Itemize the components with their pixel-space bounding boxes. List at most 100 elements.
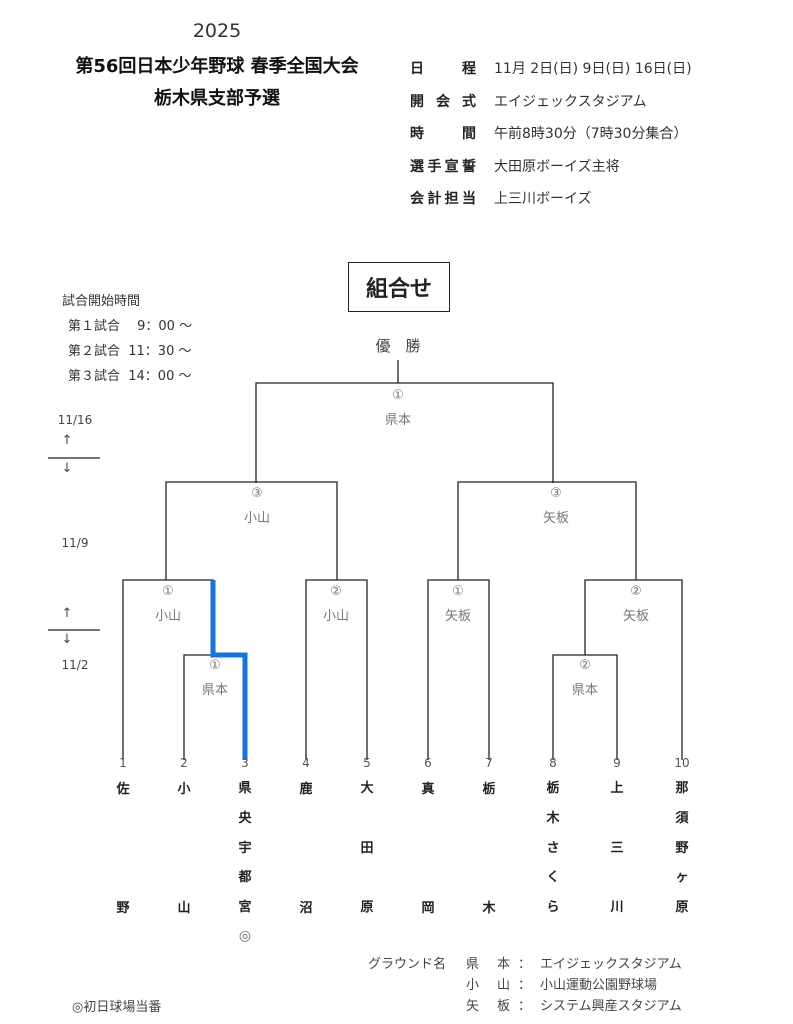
team-name: 真岡 — [421, 781, 435, 916]
team-name: 栃木さくら — [546, 781, 560, 916]
game-ground: 県本 — [201, 683, 229, 698]
info-row-schedule: 日 程 11月 2日(日) 9日(日) 16日(日) — [410, 52, 692, 85]
semi-left-bracket — [165, 481, 338, 580]
ground-row: 小 山 ： 小山運動公園野球場 — [368, 975, 682, 996]
info-value: 大田原ボーイズ主将 — [494, 158, 620, 175]
colon: ： — [518, 999, 532, 1014]
game-ground: 県本 — [571, 683, 599, 698]
ground-abbr: 板 — [496, 999, 510, 1014]
team-number: 6 — [424, 756, 432, 770]
info-row-opening: 開会式 エイジェックスタジアム — [410, 85, 692, 118]
game-3: ② 小山 — [323, 579, 349, 629]
game-number: ① — [392, 388, 404, 403]
up-arrow-icon: ↑ — [61, 606, 73, 621]
info-key: 日 程 — [410, 61, 476, 78]
team-name: 小山 — [177, 781, 191, 916]
home-team-mark: ◎ — [238, 928, 252, 944]
info-value: 11月 2日(日) 9日(日) 16日(日) — [494, 61, 692, 78]
ground-abbr: 県 — [466, 957, 480, 972]
game-final: ① 県本 — [385, 383, 411, 433]
game-number: ① — [452, 584, 464, 599]
info-key: 会計担当 — [410, 191, 476, 208]
info-key: 選手宣誓 — [410, 158, 476, 175]
colon: ： — [518, 978, 532, 993]
game-ground: 小山 — [243, 511, 271, 526]
game-number: ① — [162, 584, 174, 599]
champion-label: 優 勝 — [375, 337, 421, 355]
bracket-title: 組合せ — [348, 262, 450, 312]
team-number: 3 — [241, 756, 249, 770]
ground-name: 小山運動公園野球場 — [540, 978, 658, 993]
team-number: 5 — [363, 756, 371, 770]
down-arrow-icon: ↓ — [61, 461, 73, 476]
game-number: ③ — [550, 486, 562, 501]
final-bracket — [255, 382, 554, 483]
ground-abbr: 小 — [466, 978, 480, 993]
game-2: ① 県本 — [202, 653, 228, 703]
ground-heading: グラウンド名 — [368, 957, 447, 972]
game-5: ② 県本 — [572, 653, 598, 703]
start-time-2: 第２試合 11：30 ～ — [68, 344, 192, 359]
game-6: ② 矢板 — [623, 579, 649, 629]
ground-legend: グラウンド名県本：エイジェックスタジアム 小山：小山運動公園野球場 矢板：システ… — [368, 954, 682, 1017]
date-final: 11/16 — [57, 413, 93, 427]
start-times: 試合開始時間 第１試合 9：00 ～ 第２試合 11：30 ～ 第３試合 14：… — [62, 289, 192, 389]
team-name: 県央宇都宮 — [238, 781, 252, 916]
ground-row: グラウンド名県本：エイジェックスタジアム — [368, 954, 682, 975]
info-value: 上三川ボーイズ — [494, 191, 592, 208]
footnote: ◎初日球場当番 — [72, 1000, 162, 1015]
down-arrow-icon: ↓ — [61, 632, 73, 647]
team-name: 鹿沼 — [299, 781, 313, 916]
start-time-3: 第３試合 14：00 ～ — [68, 369, 192, 384]
game-ground: 小山 — [154, 609, 182, 624]
game6-bracket — [584, 579, 683, 760]
ground-row: 矢 板 ： システム興産スタジアム — [368, 996, 682, 1017]
game-number: ② — [630, 584, 642, 599]
team-number: 2 — [180, 756, 188, 770]
game3-bracket — [305, 579, 368, 760]
game4-bracket — [427, 579, 490, 760]
game-semi-right: ③ 矢板 — [543, 481, 569, 531]
tournament-title: 第56回日本少年野球 春季全国大会 — [75, 56, 359, 77]
start-times-heading: 試合開始時間 — [62, 294, 141, 309]
game-ground: 県本 — [384, 413, 412, 428]
colon: ： — [518, 957, 532, 972]
game-ground: 小山 — [322, 609, 350, 624]
game-ground: 矢板 — [542, 511, 570, 526]
team-name: 上三川 — [610, 781, 624, 916]
ground-name: システム興産スタジアム — [540, 999, 682, 1014]
team-number: 10 — [674, 756, 690, 770]
game-number: ② — [330, 584, 342, 599]
team-number: 4 — [302, 756, 310, 770]
team-name: 大田原 — [360, 781, 374, 916]
team-number: 1 — [119, 756, 127, 770]
game-number: ③ — [251, 486, 263, 501]
date-semi: 11/9 — [61, 536, 89, 550]
team-number: 7 — [485, 756, 493, 770]
game-ground: 矢板 — [622, 609, 650, 624]
semi-right-bracket — [457, 481, 637, 580]
team-number: 9 — [613, 756, 621, 770]
ground-abbr: 山 — [496, 978, 510, 993]
game-semi-left: ③ 小山 — [244, 481, 270, 531]
ground-abbr: 矢 — [466, 999, 480, 1014]
info-key: 開会式 — [410, 93, 476, 110]
tournament-subtitle: 栃木県支部予選 — [154, 88, 280, 109]
ground-name: エイジェックスタジアム — [540, 957, 682, 972]
info-key: 時 間 — [410, 126, 476, 143]
up-arrow-icon: ↑ — [61, 433, 73, 448]
info-row-time: 時 間 午前8時30分（7時30分集合） — [410, 117, 692, 150]
advance-highlight — [210, 580, 248, 760]
game-number: ① — [209, 658, 221, 673]
game-1: ① 小山 — [155, 579, 181, 629]
game-number: ② — [579, 658, 591, 673]
schedule-info: 日 程 11月 2日(日) 9日(日) 16日(日) 開会式 エイジェックスタジアム… — [410, 52, 692, 215]
info-value: 午前8時30分（7時30分集合） — [494, 126, 688, 143]
team-name: 栃木 — [482, 781, 496, 916]
team-name: 那須野ヶ原 — [675, 781, 689, 916]
year: 2025 — [192, 20, 242, 42]
info-value: エイジェックスタジアム — [494, 93, 647, 110]
info-row-oath: 選手宣誓 大田原ボーイズ主将 — [410, 150, 692, 183]
